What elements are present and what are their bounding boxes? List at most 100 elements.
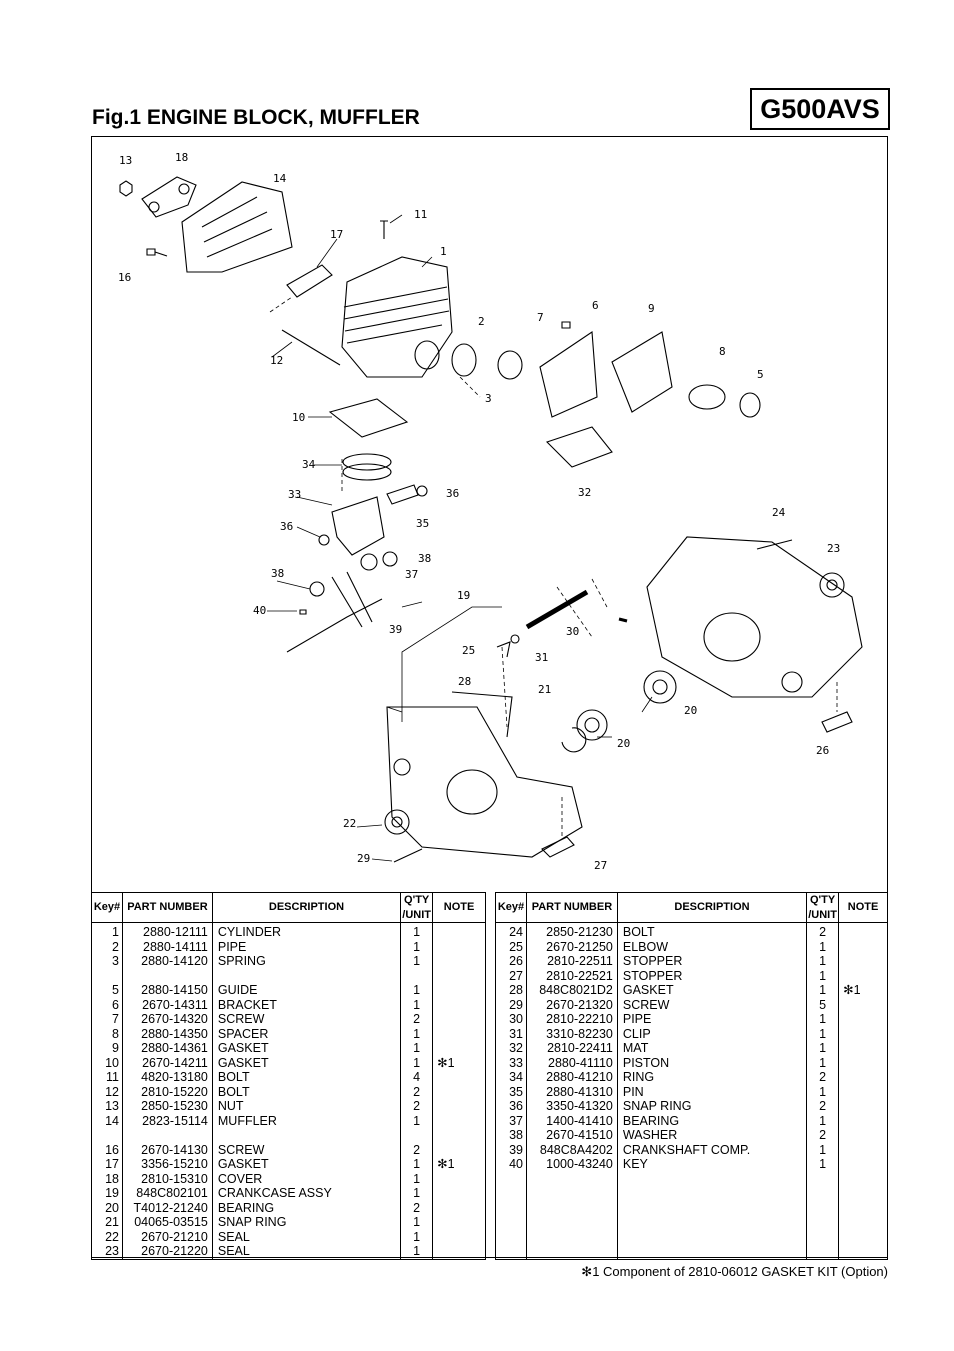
cell-key: 13	[91, 1099, 123, 1114]
cell-part-number: 1400-41410	[525, 1113, 618, 1128]
cell-part-number	[525, 1171, 618, 1186]
cell-part-number	[121, 1128, 213, 1143]
cell-key: 37	[495, 1113, 527, 1128]
parts-table-right: Key# PART NUMBER DESCRIPTION Q'TY/UNIT N…	[495, 892, 888, 1260]
cell-note	[838, 1229, 888, 1244]
cell-description: CYLINDER	[211, 922, 402, 940]
cell-note	[838, 939, 888, 954]
cell-note	[838, 1128, 888, 1143]
cell-part-number	[525, 1200, 618, 1215]
cell-description	[616, 1229, 808, 1244]
cell-description: WASHER	[616, 1128, 808, 1143]
cell-qty	[400, 968, 434, 983]
cell-description: SNAP RING	[211, 1215, 402, 1230]
table-row	[495, 1200, 888, 1215]
cell-part-number: 04065-03515	[121, 1215, 213, 1230]
cell-key: 35	[495, 1084, 527, 1099]
cell-key: 32	[495, 1041, 527, 1056]
cell-key: 29	[495, 997, 527, 1012]
cell-part-number: 2810-15310	[121, 1171, 213, 1186]
callout-label: 5	[757, 368, 764, 381]
cell-qty: 1	[400, 1186, 434, 1201]
cell-description: NUT	[211, 1099, 402, 1114]
table-row	[495, 1244, 888, 1260]
cell-part-number: 2880-41310	[525, 1084, 618, 1099]
cell-qty: 2	[806, 1070, 840, 1085]
cell-description: BOLT	[211, 1084, 402, 1099]
part-guide	[739, 392, 761, 418]
callout-label: 26	[816, 744, 829, 757]
part-cylinder	[341, 256, 453, 378]
part-bracket	[539, 331, 598, 418]
cell-note	[838, 1084, 888, 1099]
part-bolt-24	[756, 539, 793, 550]
cell-part-number: 848C8021D2	[525, 983, 618, 998]
callout-label: 17	[330, 228, 343, 241]
cell-note	[432, 1229, 486, 1244]
callout-label: 29	[357, 852, 370, 865]
part-seal-23	[819, 572, 845, 598]
cell-note: ✻1	[838, 983, 888, 998]
cell-note	[432, 968, 486, 983]
cell-part-number	[525, 1215, 618, 1230]
cell-key: 21	[91, 1215, 123, 1230]
cell-description: GASKET	[211, 1157, 402, 1172]
cell-key: 6	[91, 997, 123, 1012]
cell-qty: 1	[400, 997, 434, 1012]
table-header: Key# PART NUMBER DESCRIPTION Q'TY/UNIT N…	[91, 892, 486, 923]
col-note: NOTE	[838, 892, 888, 923]
part-bearing-20a	[576, 709, 608, 741]
cell-part-number: 2880-41110	[525, 1055, 618, 1070]
cell-note	[432, 1041, 486, 1056]
cell-key: 10	[91, 1055, 123, 1070]
callout-label: 20	[684, 704, 697, 717]
cell-note	[838, 1200, 888, 1215]
cell-description: KEY	[616, 1157, 808, 1172]
callout-label: 11	[414, 208, 427, 221]
part-snap-ring-36a	[416, 485, 428, 497]
cell-key: 28	[495, 983, 527, 998]
cell-qty	[806, 1244, 840, 1260]
cell-description: COVER	[211, 1171, 402, 1186]
footnote: ✻1 Component of 2810-06012 GASKET KIT (O…	[581, 1264, 888, 1279]
cell-description: SEAL	[211, 1244, 402, 1260]
cell-key	[495, 1244, 527, 1260]
callout-label: 39	[389, 623, 402, 636]
cell-key: 34	[495, 1070, 527, 1085]
col-part-number: PART NUMBER	[121, 892, 213, 923]
part-gasket-9	[611, 331, 673, 413]
cell-qty: 2	[806, 922, 840, 940]
cell-qty: 2	[806, 1099, 840, 1114]
callout-label: 37	[405, 568, 418, 581]
cell-description: GASKET	[211, 1055, 402, 1070]
part-screw-7	[561, 321, 571, 329]
part-clip	[510, 634, 520, 644]
cell-key: 25	[495, 939, 527, 954]
callout-label: 38	[271, 567, 284, 580]
cell-qty: 1	[806, 939, 840, 954]
cell-key: 22	[91, 1229, 123, 1244]
part-bolt-11	[380, 220, 388, 239]
cell-note	[838, 1055, 888, 1070]
cell-qty: 1	[400, 1229, 434, 1244]
cell-description: MUFFLER	[211, 1113, 402, 1128]
table-row	[495, 1171, 888, 1186]
part-washer-38a	[382, 551, 398, 567]
callout-label: 7	[537, 311, 544, 324]
col-key: Key#	[495, 892, 527, 923]
cell-part-number: 2810-22411	[525, 1041, 618, 1056]
callout-label: 35	[416, 517, 429, 530]
table-row	[91, 1128, 486, 1143]
callout-label: 9	[648, 302, 655, 315]
callout-labels: 13 18 14 11 16 17 1 12 2 7 6 9 8 5 3 10 …	[118, 151, 840, 872]
figure-title: Fig.1 ENGINE BLOCK, MUFFLER	[92, 106, 420, 129]
